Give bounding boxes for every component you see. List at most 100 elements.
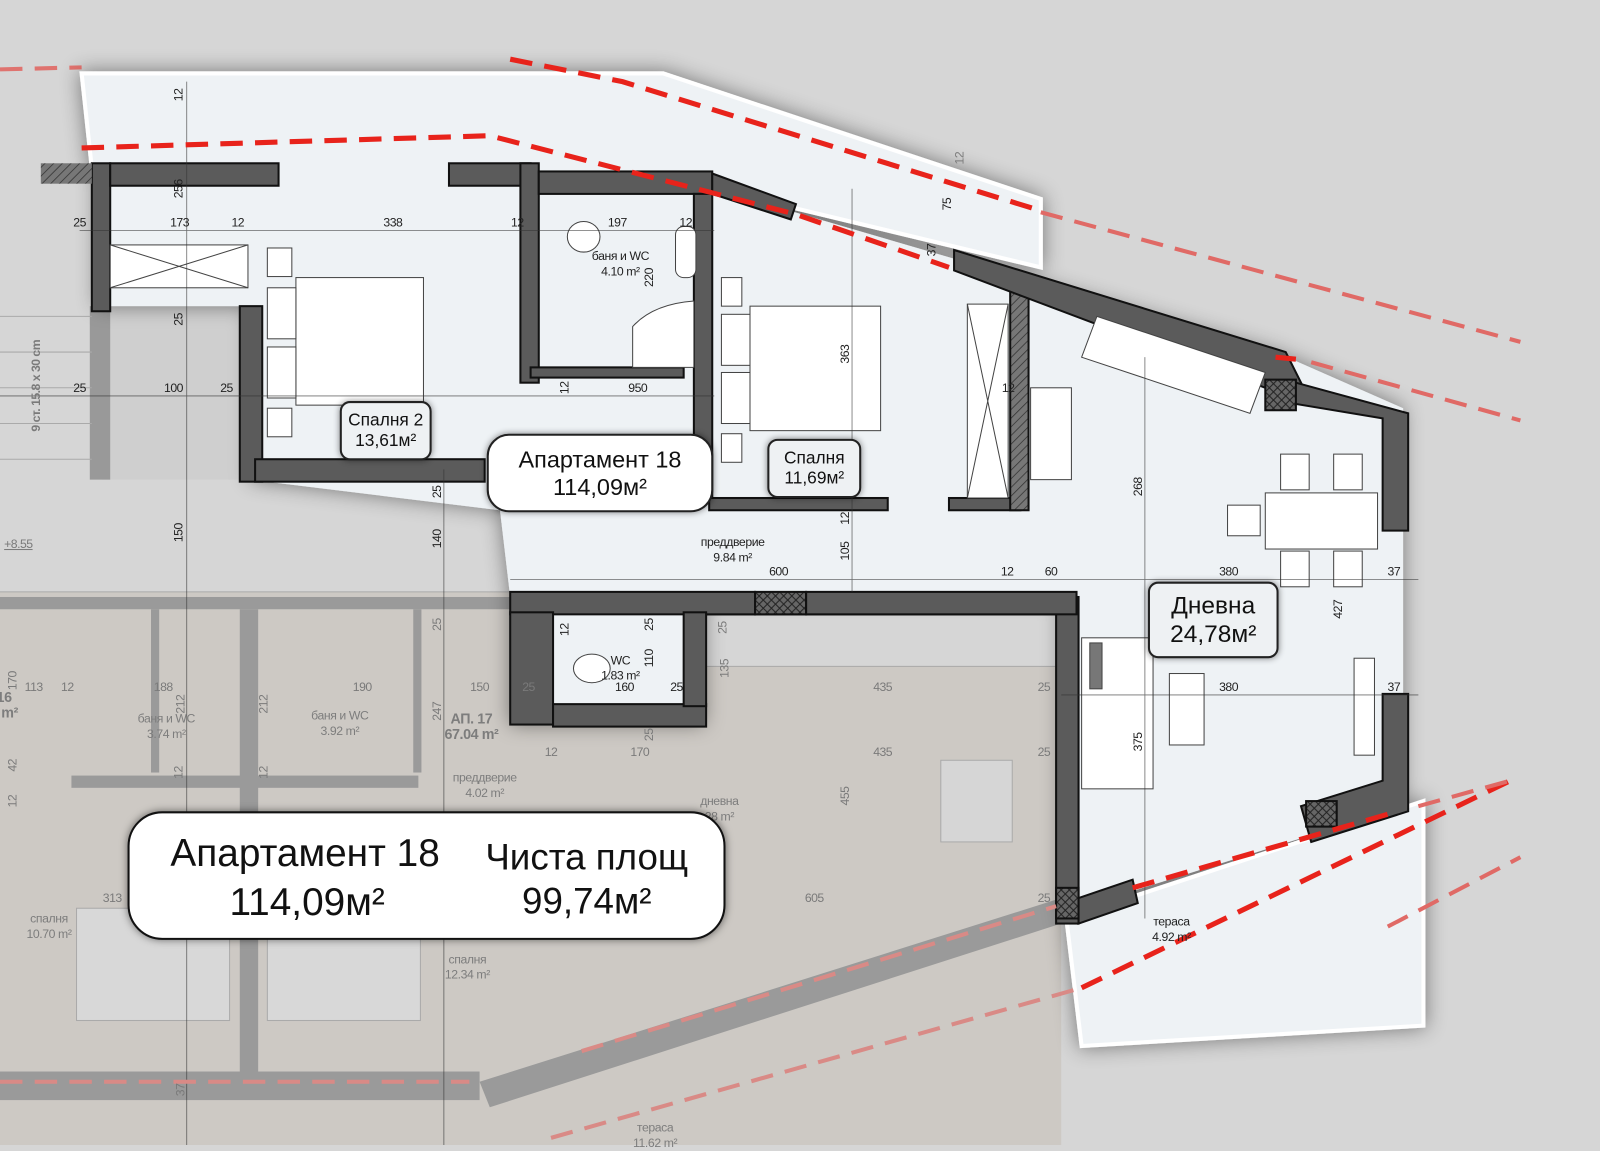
room-name: WC: [610, 653, 631, 668]
dimension-label: 212: [256, 694, 271, 714]
dimension-label: 455: [837, 786, 853, 806]
level-mark: +8.55: [4, 536, 33, 552]
room-name: баня и WC: [591, 249, 650, 264]
tv-stand: [1353, 657, 1375, 756]
summary-box: Апартамент 18 114,09м² Чиста площ 99,74м…: [127, 811, 726, 940]
summary-net-label: Чиста площ: [485, 835, 689, 878]
room-area: 3.74 m²: [146, 726, 186, 741]
dimension-label: 435: [873, 744, 893, 760]
dimension-label: 173: [170, 215, 190, 230]
dimension-label: 25: [641, 618, 657, 631]
boundary-lines: [0, 56, 1522, 1140]
dimension-label: 135: [717, 658, 732, 678]
room-name: Спалня: [783, 447, 845, 468]
room-name: преддверие: [700, 534, 765, 550]
dimension-label: 12: [511, 215, 524, 230]
summary-total-area: 114,09м²: [229, 881, 385, 925]
dimension-label: 12: [1001, 380, 1015, 395]
dimension-label: 113: [24, 679, 44, 694]
summary-net-area: 99,74м²: [522, 879, 652, 922]
room-area: 11.62 m²: [633, 1135, 678, 1151]
dimension-label: 25: [522, 679, 535, 694]
room-area: 1.83 m²: [601, 668, 640, 683]
dimension-label: 190: [352, 679, 372, 694]
bubble-living: Дневна 24,78м²: [1147, 581, 1279, 659]
dimension-label: 12: [952, 151, 967, 165]
room-name: Спалня 2: [348, 410, 424, 430]
toilet: [566, 220, 601, 253]
dimension-label: 12: [171, 88, 186, 102]
dimension-label: 42: [5, 759, 20, 772]
bed-bedroom: [749, 305, 882, 432]
room-name: спалня: [448, 952, 487, 967]
dimension-label: 25: [1037, 890, 1051, 906]
dimension-label: 75: [939, 197, 955, 211]
dimension-label: 160: [615, 679, 634, 694]
dimension-label: 338: [383, 215, 403, 230]
dimension-label: 12: [544, 744, 558, 760]
dining-table: [1264, 492, 1379, 550]
dimension-label: 605: [804, 890, 824, 906]
dimension-label: 25: [429, 485, 444, 499]
room-area: 10.70 m²: [26, 926, 72, 941]
dimension-label: 25: [429, 618, 444, 631]
dimension-lines: [0, 81, 1419, 1146]
apartment-name: Апартамент 18: [518, 445, 682, 472]
room-name: спалня: [30, 911, 68, 926]
bubble-bedroom: Спалня 11,69м²: [767, 438, 862, 499]
room-area: 12.34 m²: [444, 967, 490, 982]
dimension-label: 12: [256, 766, 271, 779]
dimension-label: 25: [1037, 679, 1051, 694]
furniture: [109, 220, 1379, 790]
dimension-label: 197: [607, 215, 627, 230]
room-area: 4.92 m²: [1152, 929, 1191, 944]
dimension-label: 375: [1130, 732, 1145, 752]
dimension-label: 247: [429, 701, 444, 721]
bubble-apartment: Апартамент 18 114,09м²: [486, 433, 714, 513]
room-name: Дневна: [1171, 591, 1256, 619]
dimension-label: 37: [924, 243, 939, 257]
dimension-label: 37: [1387, 679, 1401, 694]
dimension-label: 140: [429, 529, 444, 549]
room-area: 13,61м²: [355, 430, 417, 451]
dimension-label: 268: [1130, 477, 1145, 497]
dimension-label: 25: [220, 380, 233, 395]
dimension-label: 25: [73, 380, 86, 395]
apartment-area: 114,09м²: [552, 473, 647, 500]
dimension-label: 25: [73, 215, 86, 230]
dimension-label: 12: [557, 623, 572, 636]
room-name: 16: [0, 688, 12, 706]
room-area: 24,78м²: [1170, 619, 1257, 648]
dimension-label: 600: [769, 564, 789, 579]
bed-bedroom2: [295, 277, 424, 406]
dimension-label: 25: [171, 313, 186, 326]
room-name: дневна: [700, 793, 739, 809]
room-area: 67.04 m²: [444, 725, 499, 742]
dimension-label: 105: [837, 541, 853, 561]
dimension-label: 25: [1037, 744, 1051, 760]
neighbor-label-apt16: 166 m²: [0, 688, 18, 721]
kitchen-counter: [1030, 387, 1072, 481]
dimension-label: 12: [171, 766, 186, 779]
room-name: баня и WC: [137, 711, 196, 726]
dimension-label: 100: [164, 380, 183, 395]
dimension-label: 150: [470, 679, 490, 694]
dimension-label: 12: [61, 679, 74, 694]
room-area: 4.02 m²: [465, 785, 505, 801]
bubble-bedroom2: Спалня 2 13,61м²: [339, 401, 432, 461]
dimension-label: 12: [5, 794, 20, 808]
dimension-label: 950: [628, 380, 648, 395]
dimension-label: 25: [715, 621, 730, 634]
room-name: баня и WC: [311, 708, 369, 723]
dimension-label: 380: [1219, 564, 1239, 579]
